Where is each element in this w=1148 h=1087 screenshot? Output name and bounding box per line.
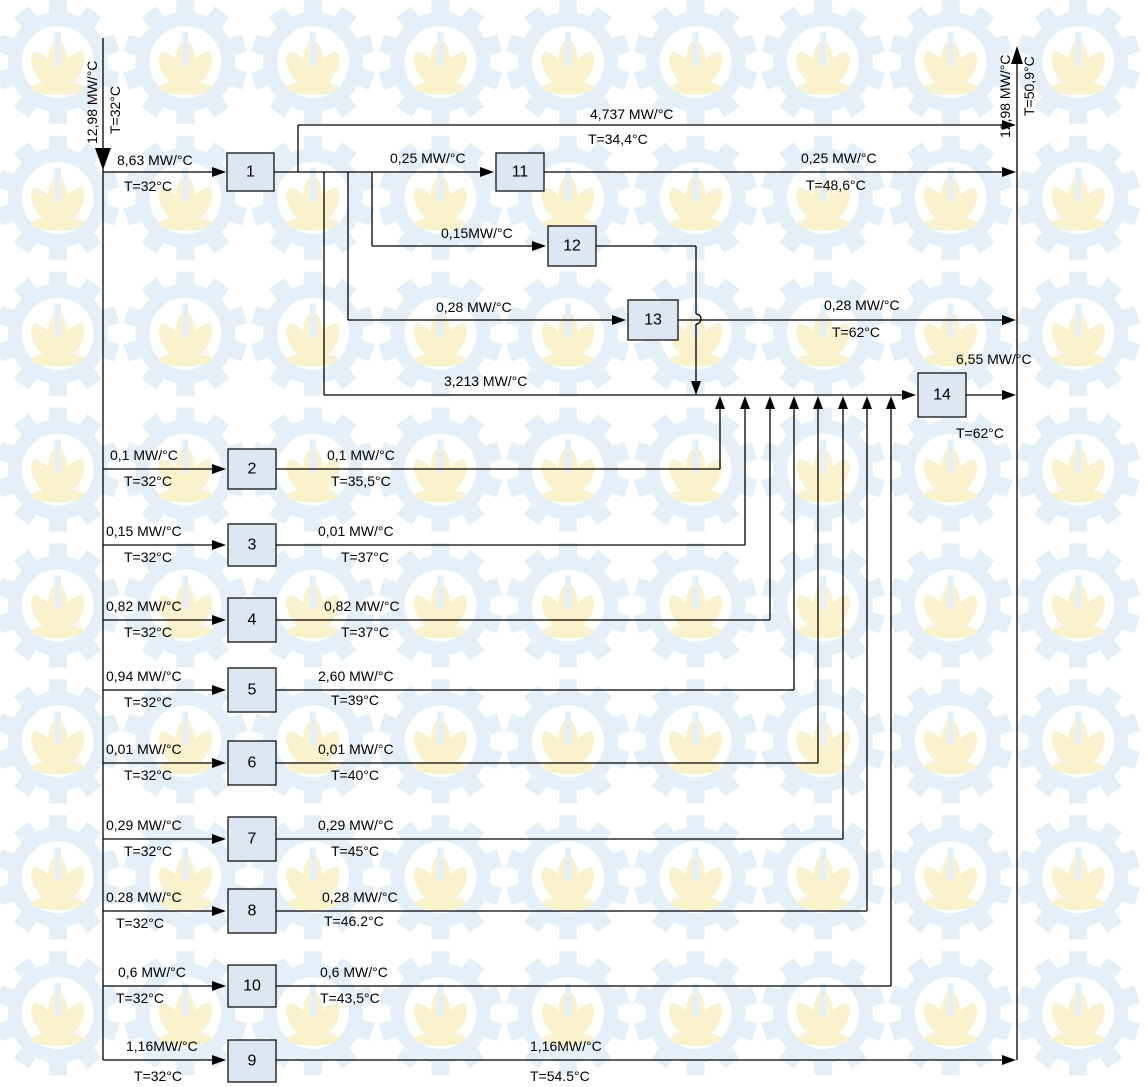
unit-label: 7 <box>248 831 257 848</box>
bypass-flow-label: 4,737 MW/°C <box>590 106 673 122</box>
unit-label: 11 <box>512 164 529 181</box>
unit-2-out-temp: T=35,5°C <box>331 473 391 489</box>
unit-boxes: 1 11 12 13 14 2 3 4 5 6 7 8 10 9 <box>227 153 966 1082</box>
unit-8-out-temp: T=46.2°C <box>324 913 384 929</box>
unit-3-out-temp: T=37°C <box>341 549 389 565</box>
unit-3-in-flow: 0,15 MW/°C <box>106 523 182 539</box>
unit-9-in-temp: T=32°C <box>134 1068 182 1084</box>
unit-box-6: 6 <box>228 741 276 785</box>
unit-6-in-flow: 0,01 MW/°C <box>106 741 182 757</box>
unit-box-7: 7 <box>228 817 276 861</box>
unit-2-in-temp: T=32°C <box>124 473 172 489</box>
unit-box-14: 14 <box>918 373 966 417</box>
unit-3-in-temp: T=32°C <box>124 549 172 565</box>
unit-11-in-flow: 0,25 MW/°C <box>390 150 466 166</box>
unit-2-out-flow: 0,1 MW/°C <box>327 447 395 463</box>
unit-9-out-flow: 1,16MW/°C <box>530 1038 602 1054</box>
unit-label: 1 <box>246 164 255 181</box>
unit-label: 10 <box>243 978 261 995</box>
unit-box-10: 10 <box>228 965 276 1007</box>
unit-11-out-flow: 0,25 MW/°C <box>801 150 877 166</box>
unit-4-in-flow: 0,82 MW/°C <box>106 598 182 614</box>
unit-label: 12 <box>563 238 581 255</box>
flow-labels: 12,98 MW/°C T=32°C 12,98 MW/°C T=50,9°C … <box>84 55 1037 1084</box>
inlet-flow-label: 12,98 MW/°C <box>84 61 100 144</box>
unit-label: 8 <box>248 903 257 920</box>
unit-box-1: 1 <box>227 153 274 191</box>
unit-4-out-temp: T=37°C <box>341 624 389 640</box>
unit-5-out-temp: T=39°C <box>331 692 379 708</box>
unit-5-out-flow: 2,60 MW/°C <box>318 668 394 684</box>
outlet-temp-label: T=50,9°C <box>1021 56 1037 116</box>
unit-14-out-temp: T=62°C <box>956 425 1004 441</box>
unit-10-in-temp: T=32°C <box>116 990 164 1006</box>
unit-10-out-flow: 0,6 MW/°C <box>320 964 388 980</box>
bypass-temp-label: T=34,4°C <box>588 131 648 147</box>
unit-6-out-temp: T=40°C <box>331 767 379 783</box>
unit-box-11: 11 <box>496 153 544 191</box>
unit-7-in-flow: 0,29 MW/°C <box>106 817 182 833</box>
unit-5-in-flow: 0,94 MW/°C <box>106 668 182 684</box>
unit-13-in-flow: 0,28 MW/°C <box>436 299 512 315</box>
unit-2-in-flow: 0,1 MW/°C <box>110 447 178 463</box>
unit-box-12: 12 <box>548 226 596 266</box>
unit-7-out-temp: T=45°C <box>331 843 379 859</box>
unit-4-out-flow: 0,82 MW/°C <box>324 598 400 614</box>
unit-box-2: 2 <box>228 449 276 489</box>
unit-1-in-flow: 8,63 MW/°C <box>117 152 193 168</box>
unit-7-in-temp: T=32°C <box>124 843 172 859</box>
unit-8-in-temp: T=32°C <box>116 915 164 931</box>
unit-6-out-flow: 0,01 MW/°C <box>318 741 394 757</box>
unit-box-13: 13 <box>628 300 678 340</box>
unit-4-in-temp: T=32°C <box>124 624 172 640</box>
unit-13-out-temp: T=62°C <box>832 324 880 340</box>
unit-10-out-temp: T=43,5°C <box>320 990 380 1006</box>
unit-box-5: 5 <box>228 668 276 712</box>
unit-3-out-flow: 0,01 MW/°C <box>318 523 394 539</box>
unit-10-in-flow: 0,6 MW/°C <box>118 964 186 980</box>
unit-label: 5 <box>248 682 257 699</box>
unit-12-in-flow: 0,15MW/°C <box>441 225 513 241</box>
unit-label: 14 <box>933 387 951 404</box>
unit-label: 6 <box>248 755 257 772</box>
unit-box-4: 4 <box>228 598 276 642</box>
unit-9-in-flow: 1,16MW/°C <box>126 1038 198 1054</box>
inlet-temp-label: T=32°C <box>107 86 123 134</box>
unit-label: 13 <box>644 312 662 329</box>
unit-box-3: 3 <box>228 524 276 566</box>
unit-label: 3 <box>248 537 257 554</box>
unit-8-out-flow: 0,28 MW/°C <box>322 889 398 905</box>
unit-label: 2 <box>248 461 257 478</box>
unit-11-out-temp: T=48,6°C <box>806 177 866 193</box>
unit-9-out-temp: T=54.5°C <box>530 1068 590 1084</box>
unit-6-in-temp: T=32°C <box>124 767 172 783</box>
unit-14-in-flow: 3,213 MW/°C <box>444 373 527 389</box>
unit-14-out-flow: 6,55 MW/°C <box>956 351 1032 367</box>
unit-box-9: 9 <box>228 1040 276 1082</box>
outlet-flow-label: 12,98 MW/°C <box>997 55 1013 138</box>
unit-8-in-flow: 0.28 MW/°C <box>106 889 182 905</box>
unit-13-out-flow: 0,28 MW/°C <box>824 297 900 313</box>
unit-label: 4 <box>248 612 257 629</box>
unit-1-in-temp: T=32°C <box>124 178 172 194</box>
unit-7-out-flow: 0,29 MW/°C <box>318 817 394 833</box>
unit-label: 9 <box>248 1053 257 1070</box>
unit-box-8: 8 <box>228 889 276 933</box>
unit-5-in-temp: T=32°C <box>124 694 172 710</box>
